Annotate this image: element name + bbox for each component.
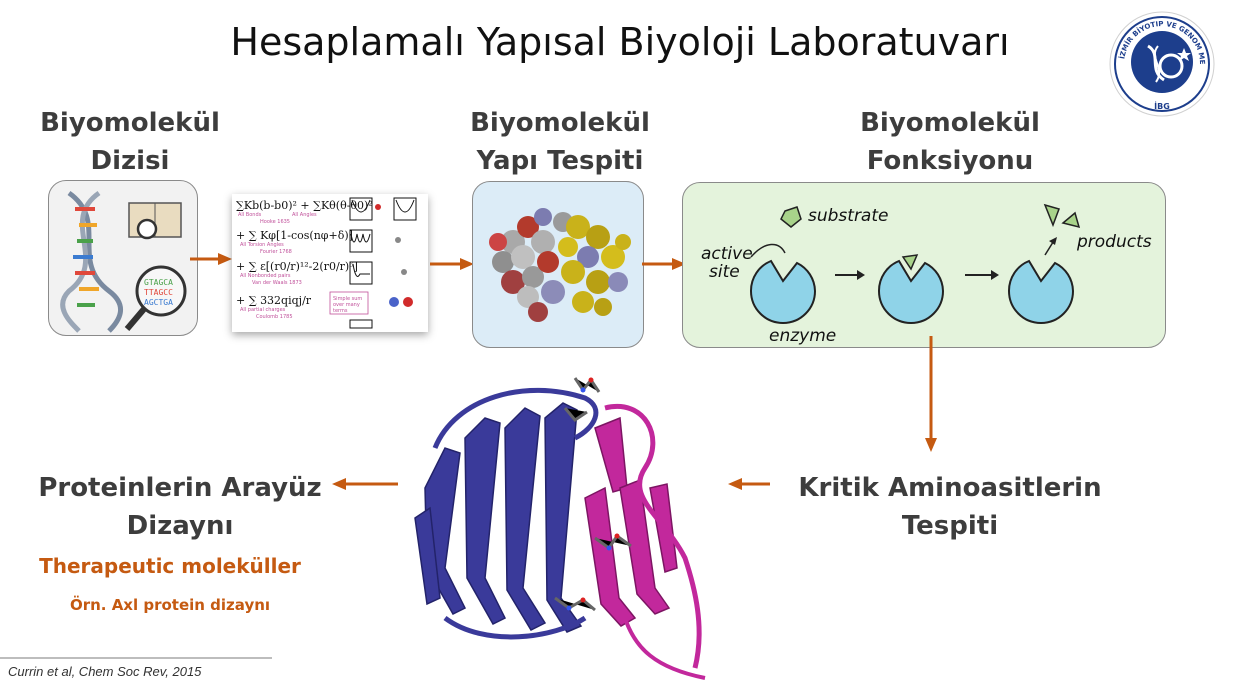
arrow-left-2-icon [332, 478, 398, 490]
label-active: active [701, 244, 753, 264]
heading-sequence-line2: Dizisi [90, 146, 170, 176]
eq-note-fourier: Fourier 1768 [260, 249, 292, 255]
label-enzyme: enzyme [769, 326, 836, 346]
nitrogen-atoms [566, 387, 612, 611]
eq-line-1: ∑Kb(b-b0)² + ∑Kθ(θ-θ0)² [236, 199, 373, 212]
heading-interface: Proteinlerin Arayüz Dizaynı [30, 469, 330, 545]
heading-function: Biyomolekül Fonksiyonu [830, 104, 1070, 180]
arrow-right-1-icon [190, 253, 232, 265]
label-substrate: substrate [808, 206, 888, 226]
eq-label-torsion: All Torsion Angles [240, 242, 284, 248]
blue-protein-strands [414, 402, 583, 633]
logo-seal-icon: İZMİR BİYOTIP VE GENOM MERKEZİ İBG [1105, 3, 1215, 117]
heading-sequence-line1: Biyomolekül [40, 108, 220, 138]
heading-sequence: Biyomolekül Dizisi [30, 104, 230, 180]
label-products: products [1076, 232, 1152, 252]
example-label: Örn. Axl protein dizaynı [69, 596, 271, 614]
citation-divider [0, 657, 272, 659]
heading-function-line2: Fonksiyonu [866, 146, 1034, 176]
enzyme-substrate-diagram: substrate active site enzyme products [701, 203, 1152, 346]
heading-critical-line2: Tespiti [901, 511, 999, 541]
arrow-right-2-icon [430, 258, 474, 270]
citation: Currin et al, Chem Soc Rev, 2015 [8, 664, 202, 679]
force-field-equations-card: ∑Kb(b-b0)² + ∑Kθ(θ-θ0)² All Bonds All An… [232, 194, 428, 332]
eq-note-vdw: Van der Waals 1873 [252, 280, 302, 286]
sequence-panel: GTAGCA TTAGCC AGCTGA [48, 180, 198, 336]
heading-critical: Kritik Aminoasitlerin Tespiti [790, 469, 1110, 545]
svg-text:GTAGCA: GTAGCA [144, 278, 173, 287]
enzyme-1-icon [749, 259, 817, 324]
interface-residue-sticks [554, 377, 632, 612]
eq-note-simple-3: terms [333, 308, 348, 314]
eq-note-coulomb: Coulomb 1785 [256, 314, 293, 320]
energy-plot-icons [349, 197, 417, 329]
arrow-right-3-icon [642, 258, 686, 270]
protein-complex-ribbon [405, 368, 715, 686]
product-2-icon [1061, 211, 1081, 229]
heading-interface-line1: Proteinlerin Arayüz [38, 473, 322, 503]
molecule-gray-lobe [489, 208, 573, 322]
heading-structure-line1: Biyomolekül [470, 108, 650, 138]
function-panel: substrate active site enzyme products [682, 182, 1166, 348]
enzyme-2-icon [877, 259, 945, 324]
ibg-logo: İZMİR BİYOTIP VE GENOM MERKEZİ İBG [1105, 3, 1216, 118]
arrow-down-icon [925, 336, 937, 452]
heading-structure-line2: Yapı Tespiti [476, 146, 644, 176]
logo-bottom-text: İBG [1154, 101, 1170, 111]
product-1-icon [1043, 203, 1060, 228]
eq-label-nonbonded: All Nonbonded pairs [240, 273, 291, 279]
therapeutic-label: Therapeutic moleküller [39, 554, 301, 578]
eq-label-angles: All Angles [292, 212, 317, 218]
eq-note-simple-1: Simple sum [333, 296, 362, 302]
eq-line-3: + ∑ ε[(r0/r)¹²-2(r0/r)⁶] [236, 260, 358, 273]
substrate-icon [780, 206, 802, 228]
structure-panel [472, 181, 644, 348]
eq-line-2: + ∑ Kφ[1-cos(nφ+δ)] [236, 229, 353, 242]
heading-function-line1: Biyomolekül [860, 108, 1040, 138]
molecule-yellow-lobe [558, 215, 631, 316]
label-site: site [709, 262, 740, 282]
eq-line-4: + ∑ 332qiqj/r [236, 294, 312, 307]
eq-label-charges: All partial charges [240, 307, 286, 313]
heading-structure: Biyomolekül Yapı Tespiti [440, 104, 680, 180]
oxygen-atoms [580, 377, 620, 603]
heading-interface-line2: Dizaynı [126, 511, 234, 541]
page-title: Hesaplamalı Yapısal Biyoloji Laboratuvar… [230, 20, 1010, 64]
svg-text:AGCTGA: AGCTGA [144, 298, 173, 307]
svg-text:TTAGCC: TTAGCC [144, 288, 173, 297]
heading-critical-line1: Kritik Aminoasitlerin [798, 473, 1102, 503]
protein-ribbon-icon [414, 377, 706, 680]
eq-note-simple-2: over many [333, 302, 360, 308]
dna-book-magnifier-icon: GTAGCA TTAGCC AGCTGA [60, 190, 187, 333]
protein-surface-icon [489, 208, 631, 322]
eq-label-bonds: All Bonds [238, 212, 262, 218]
eq-note-hooke: Hooke 1635 [260, 219, 290, 225]
enzyme-3-icon [1007, 259, 1075, 324]
arrow-left-1-icon [728, 478, 770, 490]
